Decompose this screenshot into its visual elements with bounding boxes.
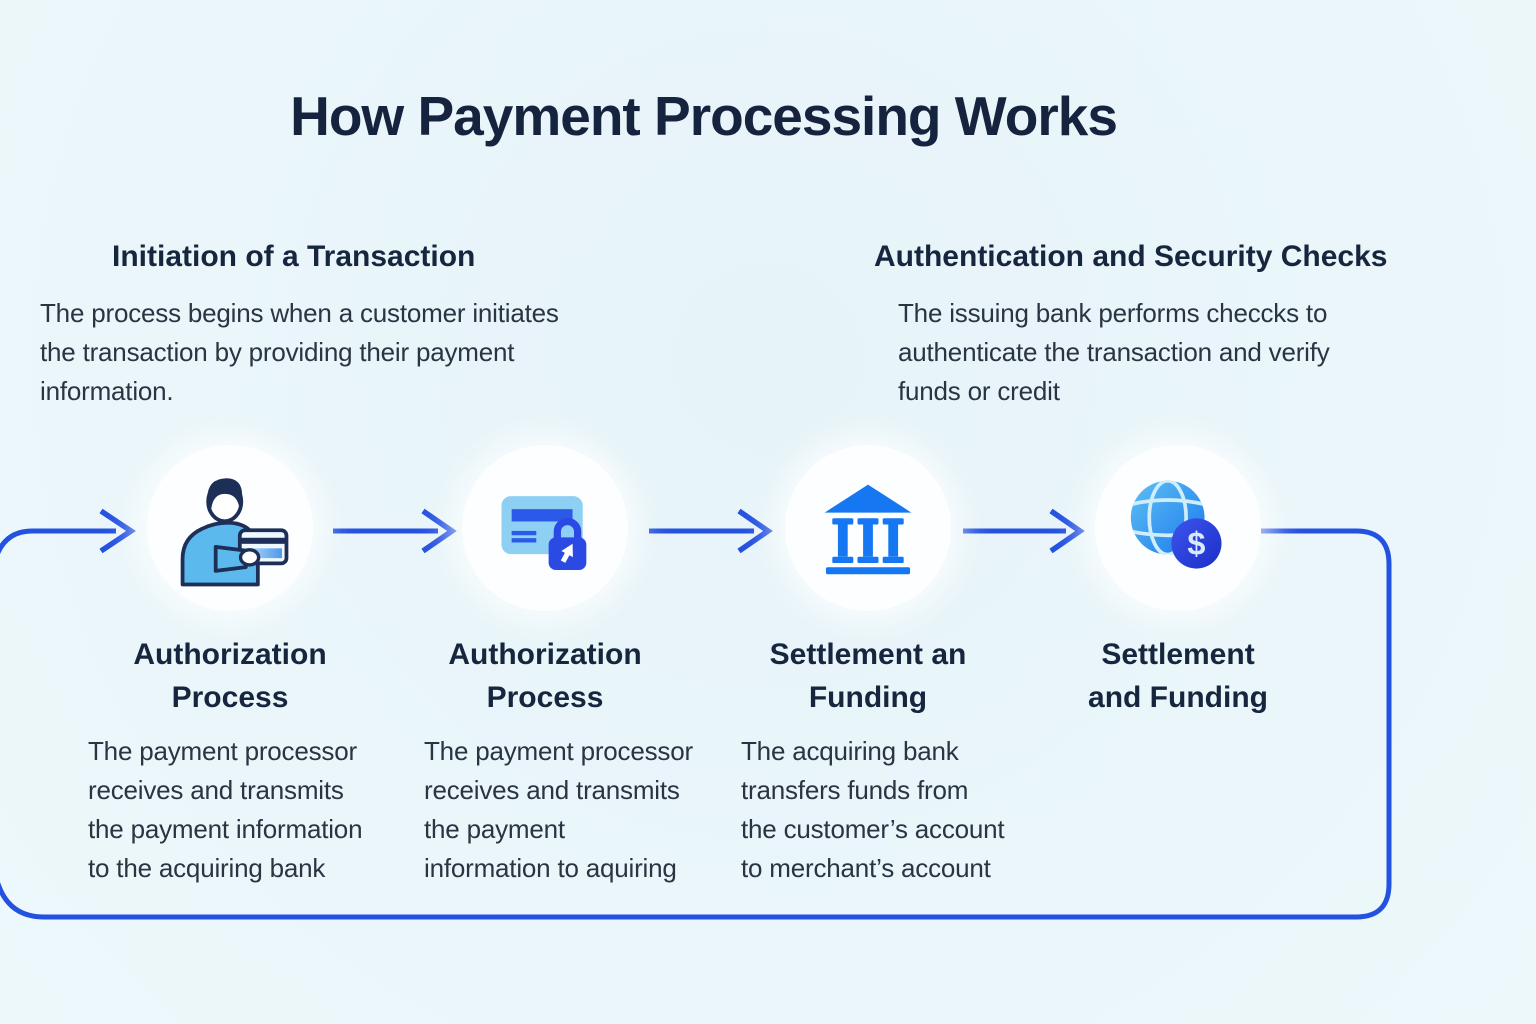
flow-step-authorization-1: Authorization Process The payment proces… (60, 445, 400, 888)
flow-step-settlement-2: $ Settlement and Funding (1008, 445, 1348, 732)
section-authentication: Authentication and Security Checks The i… (874, 240, 1454, 411)
step-title: Settlement and Funding (1088, 638, 1268, 714)
secure-credit-card-lock-icon (501, 496, 587, 571)
step-title: Settlement an Funding (769, 638, 967, 714)
step-title: Authorization Process (448, 638, 642, 714)
step-title: Authorization Process (133, 638, 327, 714)
step-description: The payment processor receives and trans… (88, 736, 363, 883)
step-icon-circle (147, 445, 313, 611)
step-description: The payment processor receives and trans… (424, 736, 693, 883)
flow-step-settlement-1: Settlement an Funding The acquiring bank… (698, 445, 1038, 888)
step-icon-circle: $ (1095, 445, 1261, 611)
section-heading-initiation: Initiation of a Transaction (112, 240, 476, 273)
svg-text:$: $ (1187, 526, 1205, 562)
section-body-initiation: The process begins when a customer initi… (40, 298, 559, 406)
page-title: How Payment Processing Works (290, 85, 1118, 147)
section-initiation: Initiation of a Transaction The process … (40, 240, 680, 411)
step-icon-circle (785, 445, 951, 611)
flow-step-authorization-2: Authorization Process The payment proces… (375, 445, 715, 888)
globe-dollar-icon: $ (1130, 480, 1222, 569)
step-description: The acquiring bank transfers funds from … (741, 736, 1005, 883)
bank-building-icon (824, 484, 912, 575)
section-heading-authentication: Authentication and Security Checks (874, 240, 1388, 273)
person-holding-card-icon (180, 478, 289, 587)
section-body-authentication: The issuing bank performs checcks to aut… (898, 298, 1330, 406)
step-icon-circle (462, 445, 628, 611)
